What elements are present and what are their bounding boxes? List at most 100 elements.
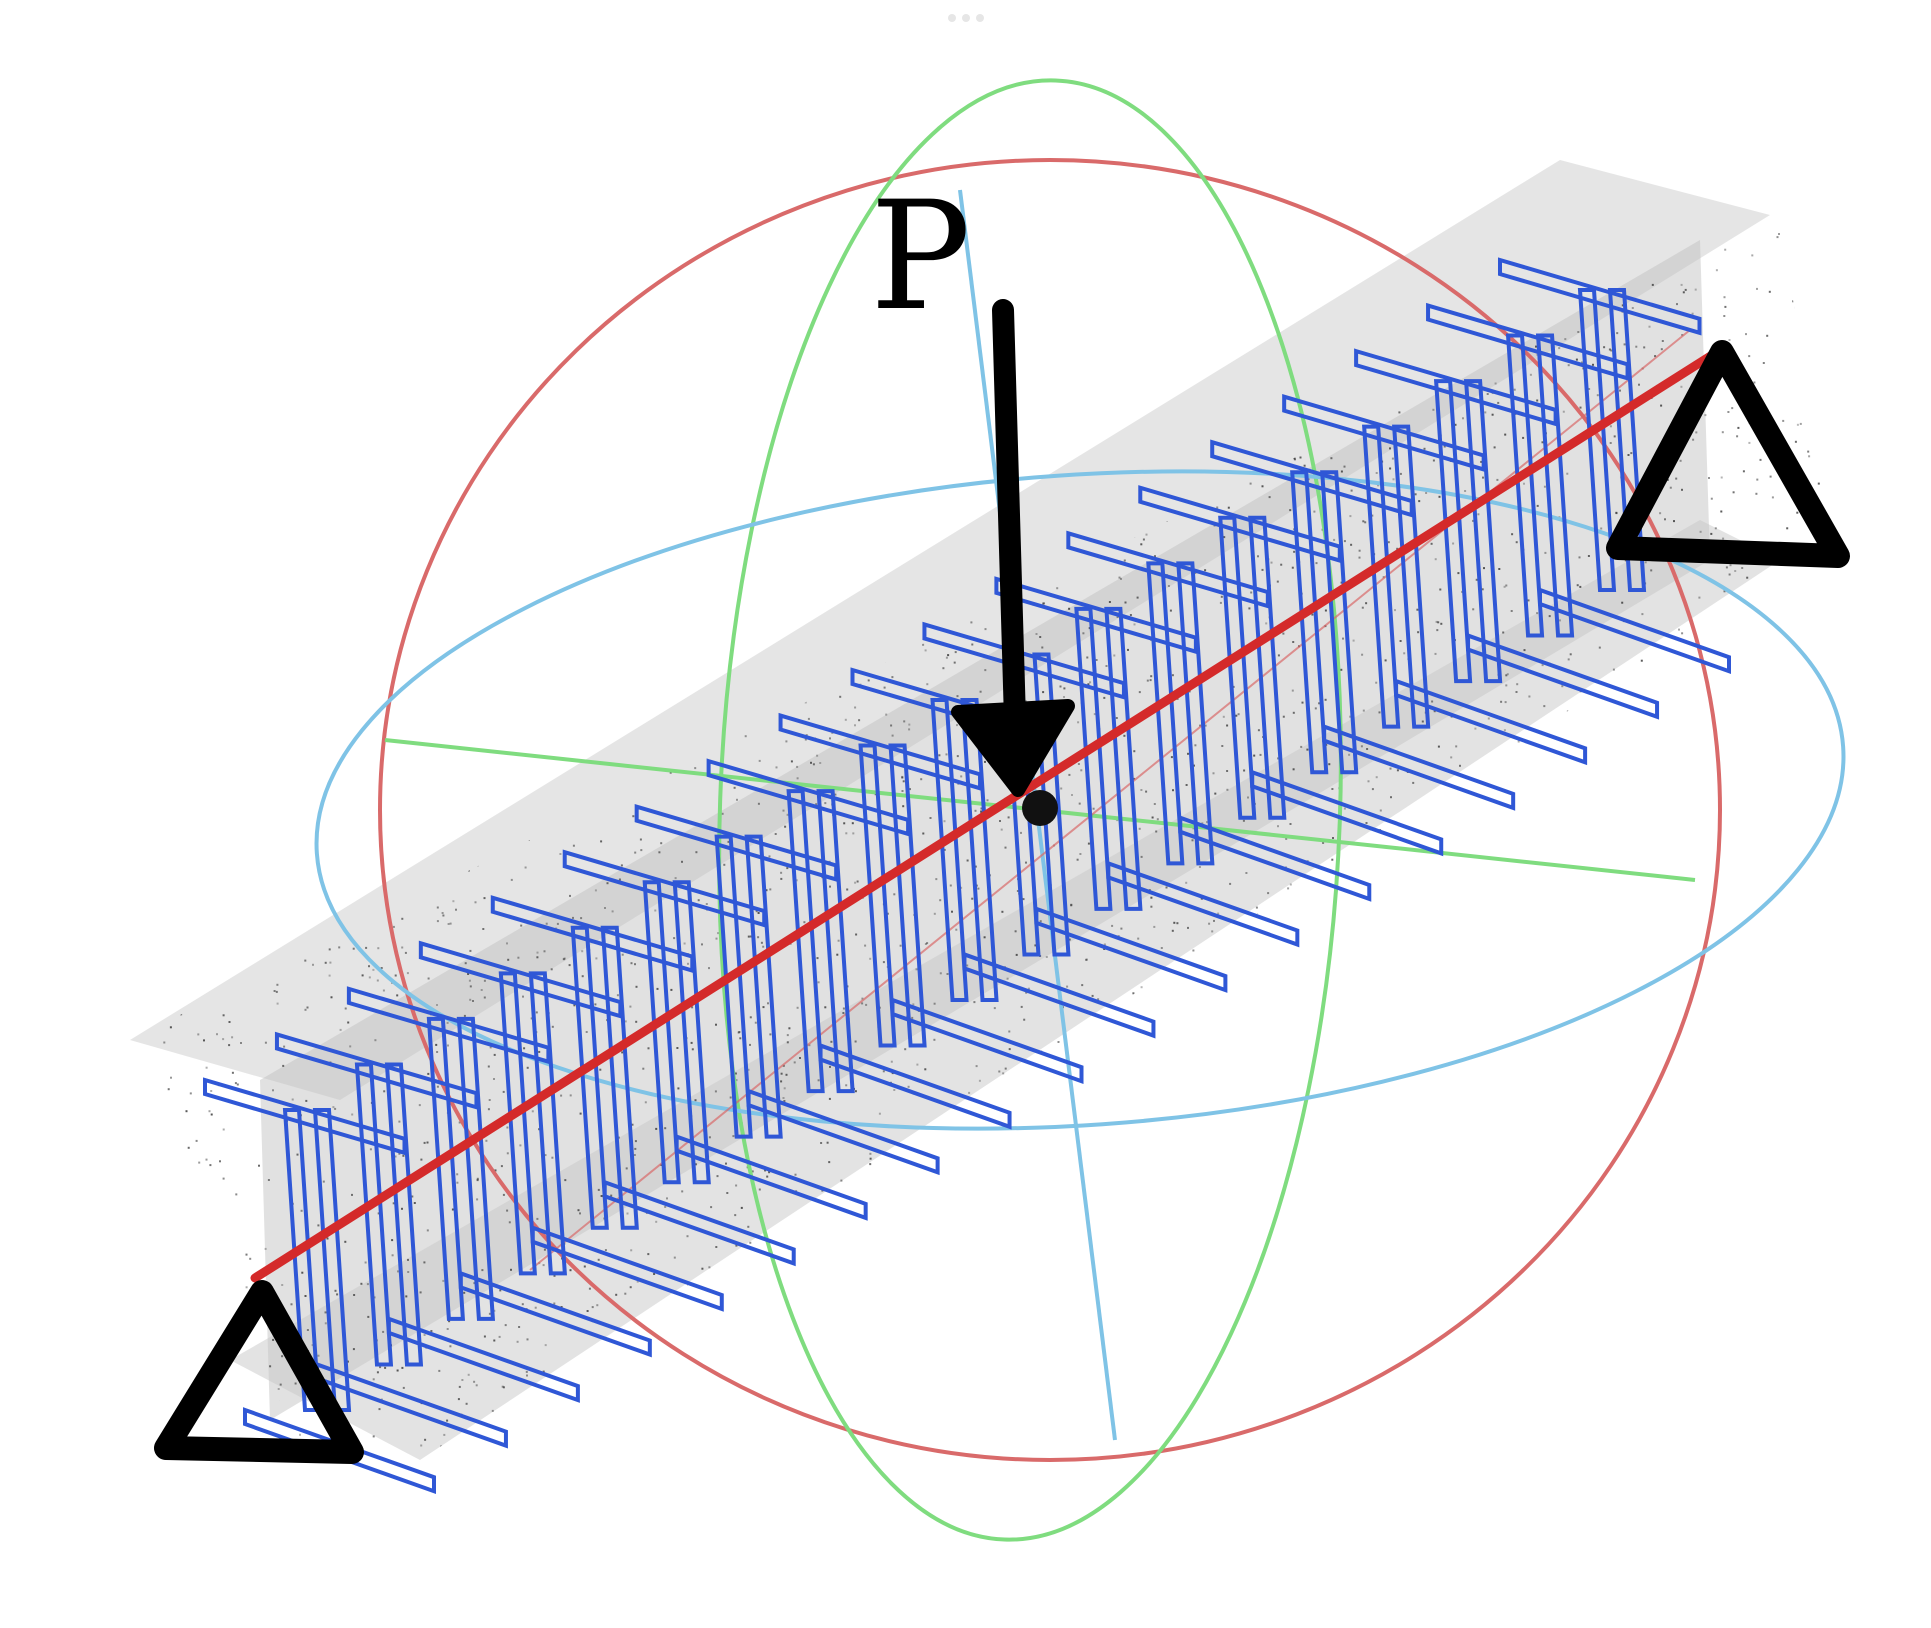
stirrup-segment <box>890 997 1084 1085</box>
point-cloud-dot <box>1432 459 1435 462</box>
point-cloud-dot <box>180 907 183 910</box>
point-cloud-dot <box>851 822 854 825</box>
point-cloud-dot <box>277 396 280 399</box>
point-cloud-dot <box>551 1384 554 1387</box>
point-cloud-dot <box>352 638 355 640</box>
point-cloud-dot <box>991 1394 994 1397</box>
point-cloud-dot <box>1601 1217 1604 1220</box>
point-cloud-dot <box>1140 855 1143 858</box>
point-cloud-dot <box>1002 1424 1005 1427</box>
point-cloud-dot <box>568 964 571 967</box>
point-cloud-dot <box>715 1023 717 1026</box>
point-cloud-dot <box>1497 1249 1500 1252</box>
point-cloud-dot <box>782 317 785 320</box>
point-cloud-dot <box>669 212 671 214</box>
point-cloud-dot <box>1566 828 1569 831</box>
point-cloud-dot <box>1113 171 1115 173</box>
point-cloud-dot <box>287 457 290 460</box>
point-cloud-dot <box>1818 1401 1821 1404</box>
point-cloud-dot <box>1287 322 1290 325</box>
point-cloud-dot <box>842 1007 845 1010</box>
point-cloud-dot <box>488 1099 491 1101</box>
point-cloud-dot <box>987 1211 990 1214</box>
point-cloud-dot <box>1725 898 1727 901</box>
point-cloud-dot <box>1478 832 1481 835</box>
point-cloud-dot <box>337 190 339 192</box>
point-cloud-dot <box>1821 1213 1823 1216</box>
point-cloud-dot <box>526 1374 528 1377</box>
point-cloud-dot <box>1212 772 1215 775</box>
window-drag-handle[interactable] <box>948 14 992 26</box>
point-cloud-dot <box>647 1253 650 1256</box>
point-cloud-dot <box>283 858 286 861</box>
point-cloud-dot <box>1517 767 1520 769</box>
point-cloud-dot <box>1019 1437 1022 1439</box>
point-cloud-dot <box>1131 1258 1133 1261</box>
point-cloud-dot <box>1418 1112 1421 1115</box>
point-cloud-dot <box>837 939 840 942</box>
point-cloud-dot <box>361 217 364 220</box>
point-cloud-dot <box>622 245 625 248</box>
point-cloud-dot <box>988 507 991 510</box>
point-cloud-dot <box>1629 1107 1632 1110</box>
point-cloud-dot <box>1697 1193 1700 1196</box>
stirrup-segment <box>706 758 911 837</box>
point-cloud-dot <box>1194 744 1197 747</box>
point-cloud-dot <box>635 985 638 988</box>
point-cloud-dot <box>276 656 279 659</box>
point-cloud-dot <box>1085 958 1088 961</box>
point-cloud-dot <box>1616 1123 1619 1126</box>
point-cloud-dot <box>351 646 354 649</box>
point-cloud-dot <box>1343 540 1346 543</box>
point-cloud-dot <box>981 1229 984 1232</box>
point-cloud-dot <box>428 306 431 309</box>
point-cloud-dot <box>1144 1223 1147 1226</box>
stirrup-segment <box>1426 302 1630 382</box>
point-cloud-dot <box>960 886 963 889</box>
point-cloud-dot <box>515 470 518 473</box>
point-cloud-dot <box>964 1409 967 1412</box>
point-cloud-dot <box>142 445 145 448</box>
point-cloud-dot <box>391 1239 394 1242</box>
point-cloud-dot <box>214 1425 216 1428</box>
point-cloud-dot <box>689 620 692 623</box>
point-cloud-dot <box>301 1271 304 1274</box>
point-cloud-dot <box>218 707 221 710</box>
point-cloud-dot <box>1801 1214 1804 1216</box>
point-cloud-dot <box>401 946 404 949</box>
point-cloud-dot <box>282 501 285 504</box>
point-cloud-dot <box>1223 536 1226 539</box>
point-cloud-dot <box>1038 1169 1041 1172</box>
point-cloud-dot <box>1762 362 1765 364</box>
point-cloud-dot <box>702 588 705 591</box>
point-cloud-dot <box>614 722 617 725</box>
point-cloud-dot <box>1562 410 1565 413</box>
stirrup-segment <box>1392 424 1431 729</box>
point-cloud-dot <box>812 383 815 386</box>
point-cloud-dot <box>1783 1171 1785 1174</box>
point-cloud-dot <box>1587 1029 1590 1032</box>
point-cloud-dot <box>1590 731 1593 733</box>
point-cloud-dot <box>187 1146 190 1149</box>
point-cloud-dot <box>1593 1347 1596 1350</box>
point-cloud-dot <box>845 832 848 835</box>
point-cloud-dot <box>1185 1028 1188 1031</box>
point-cloud-dot <box>1032 1254 1035 1256</box>
point-cloud-dot <box>953 661 956 664</box>
point-cloud-dot <box>783 587 786 590</box>
point-cloud-dot <box>664 490 667 493</box>
point-cloud-dot <box>1778 956 1781 958</box>
drag-dot <box>976 14 984 22</box>
point-cloud-dot <box>1040 221 1043 224</box>
point-cloud-dot <box>1086 958 1088 961</box>
point-cloud-dot <box>1808 607 1811 610</box>
point-cloud-dot <box>1210 279 1213 282</box>
point-cloud-dot <box>1792 1258 1795 1260</box>
point-cloud-dot <box>604 249 607 252</box>
point-cloud-dot <box>1772 1353 1775 1356</box>
point-cloud-dot <box>947 654 950 657</box>
point-cloud-dot <box>697 899 700 902</box>
point-cloud-dot <box>1809 1358 1812 1361</box>
point-cloud-dot <box>945 753 948 756</box>
point-cloud-dot <box>1671 1131 1674 1134</box>
